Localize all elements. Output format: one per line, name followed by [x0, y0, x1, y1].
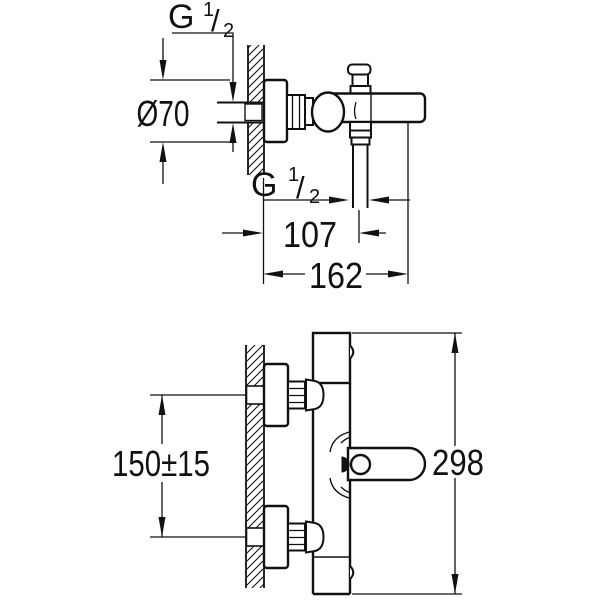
dimension-projection-162: 162 — [262, 123, 409, 296]
wall-section-side — [247, 45, 265, 175]
shower-hose-outlet — [349, 121, 372, 208]
union-cone — [305, 378, 325, 412]
escutcheon-flange — [262, 504, 290, 570]
dim-label-depth-107: 107 — [283, 214, 337, 255]
dim-label-wall-thread-slash: / — [211, 3, 220, 38]
dim-label-spacing-150: 150±15 — [112, 443, 210, 484]
dimension-flange-diameter: Ø70 — [137, 38, 230, 184]
lever-junction-arc-bottom — [329, 477, 352, 500]
diverter-knob — [347, 63, 372, 95]
dim-label-outlet-thread-sub: 2 — [309, 186, 320, 208]
dim-label-flange-diameter: Ø70 — [137, 93, 190, 134]
union-cone — [305, 520, 325, 554]
lever-knob — [310, 91, 346, 133]
lever-handle — [329, 430, 427, 500]
wall-hatching — [246, 404, 264, 528]
dim-label-wall-thread-base: G — [168, 0, 194, 36]
dim-label-outlet-thread-slash: / — [296, 170, 305, 205]
dimension-depth-107: 107 — [222, 210, 386, 255]
dim-label-height-298: 298 — [432, 442, 484, 483]
bottom-connection — [245, 504, 325, 570]
side-view: G 1 / 2 Ø70 G 1 / 2 107 — [137, 0, 427, 296]
wall-supply-pipe — [217, 101, 264, 124]
pipe-nipple — [244, 103, 263, 122]
top-connection — [245, 362, 325, 428]
outlet-stub-top — [349, 344, 355, 360]
union-nut — [286, 94, 306, 130]
wall-hatching — [248, 123, 264, 175]
pipe-nipple — [245, 385, 265, 405]
wall-hatching — [246, 546, 264, 588]
dim-label-wall-thread-sub: 2 — [223, 20, 234, 42]
dim-label-projection-162: 162 — [309, 255, 363, 296]
dimension-spacing-150: 150±15 — [112, 394, 246, 538]
dim-label-outlet-thread-sup: 1 — [288, 164, 299, 186]
outlet-stub-bottom — [349, 565, 355, 580]
escutcheon-flange — [262, 78, 289, 144]
escutcheon-flange — [262, 362, 290, 428]
temperature-button — [341, 456, 350, 473]
dim-label-outlet-thread-base: G — [251, 166, 277, 204]
lever-junction-arc-top — [329, 430, 352, 453]
wall-section-front — [245, 345, 265, 588]
wall-hatching — [246, 345, 264, 386]
front-view: 150±15 298 — [112, 331, 484, 596]
dimension-outlet-thread: G 1 / 2 — [251, 164, 410, 208]
lever-cap-dot — [349, 453, 372, 476]
dimension-height-298: 298 — [352, 332, 484, 595]
body-detail-arc — [353, 101, 357, 120]
mixer-body-front — [311, 331, 355, 596]
pipe-nipple — [245, 527, 265, 547]
dimension-wall-thread: G 1 / 2 — [168, 0, 237, 152]
dim-label-wall-thread-sup: 1 — [203, 0, 214, 21]
wall-hatching — [248, 45, 264, 102]
